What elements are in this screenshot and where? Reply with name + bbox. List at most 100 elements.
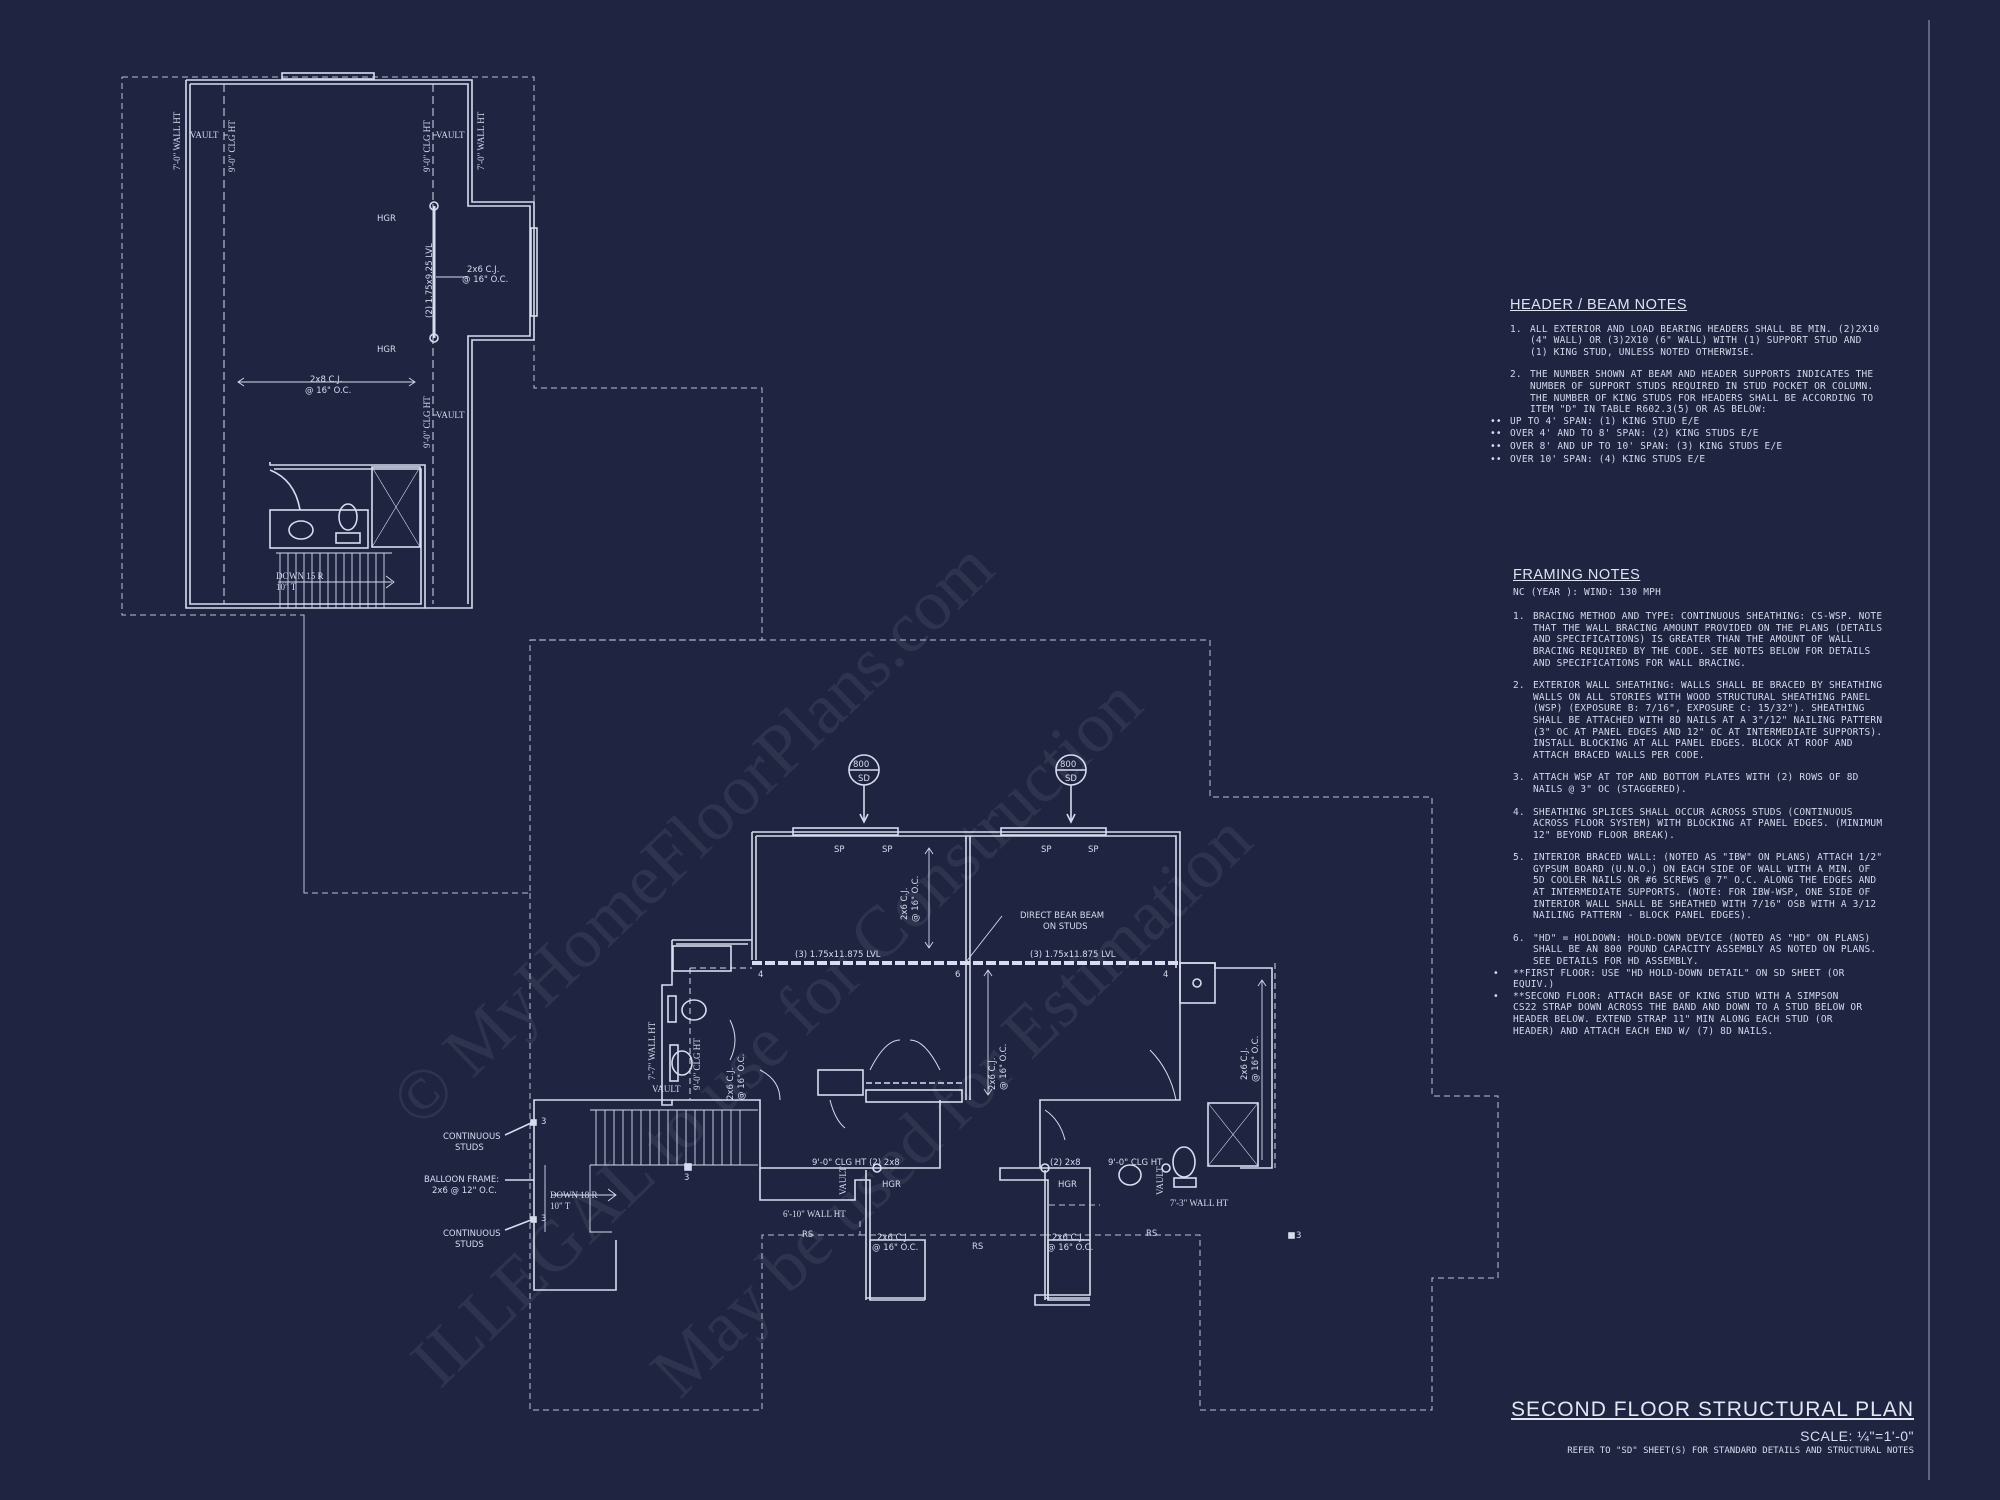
label-clg-ht-bath: 9'-0" CLG HT — [692, 1038, 702, 1090]
framing-note-item: 2.EXTERIOR WALL SHEATHING: WALLS SHALL B… — [1513, 680, 1883, 761]
plan-scale: SCALE: ¼"=1'-0" — [1800, 1428, 1914, 1444]
label-wall-ht-7-7: 7'-7" WALL HT — [647, 1021, 657, 1080]
lower-plan-labels: 800 SD 800 SD SP SP SP SP 2x6 C.J. @ 16"… — [424, 760, 1301, 1253]
watermark: © MyHomeFloorPlans.com ILLEGAL to use fo… — [376, 526, 1267, 1411]
label-down-18r: DOWN 18 R — [550, 1190, 598, 1200]
framing-notes: FRAMING NOTES NC (YEAR ): Wind: 130 mph … — [1493, 567, 1883, 1037]
header-note-item: 1. ALL EXTERIOR AND LOAD BEARING HEADERS … — [1510, 324, 1880, 359]
label-cj-upper: 2x6 C.J. — [467, 265, 499, 275]
label-continuous-2b: STUDS — [455, 1240, 484, 1250]
detail-num-1: 800 — [853, 760, 869, 770]
label-num-6: 6 — [955, 970, 960, 980]
framing-note-num: 2. — [1513, 680, 1525, 692]
framing-note-text: ATTACH WSP AT TOP AND BOTTOM PLATES WITH… — [1533, 772, 1859, 795]
framing-note-num: 4. — [1513, 806, 1525, 818]
roof-outline-upper — [121, 76, 763, 894]
bullet-mark: •• — [1490, 415, 1502, 427]
framing-bullet: •**SECOND FLOOR: ATTACH BASE OF KING STU… — [1493, 991, 1863, 1037]
label-clg-ht-right: 9'-0" CLG HT — [422, 120, 432, 172]
label-clg-2x8-mid: (2) 2x8 — [1050, 1158, 1081, 1168]
header-beam-notes: HEADER / BEAM NOTES 1. ALL EXTERIOR AND L… — [1490, 297, 1880, 466]
label-vault-right: VAULT — [436, 130, 465, 140]
label-vault-lower: VAULT — [436, 410, 465, 420]
label-vault-center: VAULT — [838, 1166, 848, 1195]
header-note-num: 1. — [1510, 323, 1522, 335]
label-direct-bear-2: ON STUDS — [1043, 922, 1088, 932]
header-note-text: ALL EXTERIOR AND LOAD BEARING HEADERS SH… — [1530, 323, 1880, 358]
framing-note-item: 6. "HD" = HOLDOWN: HOLD-DOWN DEVICE (NOTE… — [1513, 933, 1883, 968]
label-10t-lower: 10" T — [550, 1201, 571, 1211]
label-oc-room-1: @ 16" O.C. — [911, 876, 921, 922]
bullet-mark: • — [1493, 967, 1499, 979]
upper-plan-labels: 7'-0" WALL HT 9'-0" CLG HT VAULT 9'-0" C… — [172, 111, 508, 592]
label-10t-upper: 10" T — [276, 582, 297, 592]
framing-note-text: SHEATHING SPLICES SHALL OCCUR ACROSS STU… — [1533, 806, 1883, 841]
label-oc-upper: @ 16" O.C. — [462, 275, 508, 285]
framing-notes-heading: FRAMING NOTES — [1513, 567, 1641, 583]
label-balloon-1: BALLOON FRAME: — [424, 1175, 499, 1185]
label-cj-bath: 2x6 C.J. — [726, 1068, 736, 1100]
label-oc-bath: @ 16" O.C. — [737, 1054, 747, 1100]
label-vault-right-lower: VAULT — [1155, 1166, 1165, 1195]
label-oc-2x8: @ 16" O.C. — [305, 386, 351, 396]
label-oc-lower-2: @ 16" O.C. — [1047, 1243, 1093, 1253]
label-clg-ht-right: 9'-0" CLG HT — [1108, 1158, 1163, 1168]
framing-note-item: 1. BRACING METHOD AND TYPE: CONTINUOUS SH… — [1513, 611, 1883, 669]
label-vault-bath: VAULT — [652, 1084, 681, 1094]
label-num-3-c: 3 — [684, 1173, 689, 1183]
bullet-mark: • — [1493, 990, 1499, 1002]
label-cj-2x8: 2x8 C.J. — [310, 375, 342, 385]
label-cj-lower-2: 2x6 C.J. — [1052, 1233, 1084, 1243]
header-note-text: THE NUMBER SHOWN AT BEAM AND HEADER SUPP… — [1530, 369, 1874, 416]
header-note-item: 2. THE NUMBER SHOWN AT BEAM AND HEADER SU… — [1510, 369, 1880, 415]
title-block: SECOND FLOOR STRUCTURAL PLAN SCALE: ¼"=1… — [1511, 1398, 1914, 1456]
label-direct-bear-1: DIRECT BEAR BEAM — [1020, 911, 1104, 921]
label-wall-ht-6-10: 6'-10" WALL HT — [783, 1209, 846, 1219]
label-cj-right: 2x6 C.J. — [1240, 1048, 1250, 1080]
label-oc-center: @ 16" O.C. — [999, 1044, 1009, 1090]
framing-note-text: "HD" = HOLDOWN: HOLD-DOWN DEVICE (NOTED … — [1533, 932, 1877, 968]
label-hgr-lower-right: HGR — [1058, 1180, 1077, 1190]
label-clg-ht-lower: 9'-0" CLG HT — [422, 396, 432, 448]
label-cj-center: 2x6 C.J. — [988, 1058, 998, 1090]
label-num-3-a: 3 — [541, 1117, 546, 1127]
framing-bullet: • **FIRST FLOOR: USE "HD HOLD-DOWN DETAIL… — [1493, 968, 1863, 991]
label-sp-1: SP — [834, 845, 845, 855]
framing-note-text: BRACING METHOD AND TYPE: CONTINUOUS SHEA… — [1533, 611, 1883, 669]
label-cj-lower-1: 2x6 C.J. — [877, 1233, 909, 1243]
label-continuous-2a: CONTINUOUS — [443, 1229, 501, 1239]
label-rs-2: RS — [972, 1242, 983, 1252]
label-sp-4: SP — [1088, 845, 1099, 855]
label-down-15r: DOWN 15 R — [276, 571, 324, 581]
label-balloon-2: 2x6 @ 12" O.C. — [432, 1186, 497, 1196]
label-clg-2x8-left: 9'-0" CLG HT (2) 2x8 — [812, 1158, 900, 1168]
label-wall-ht-left: 7'-0" WALL HT — [172, 111, 182, 170]
bullet-text: OVER 8' AND UP TO 10' SPAN: (3) KING STU… — [1510, 440, 1783, 452]
header-note-num: 2. — [1510, 369, 1522, 381]
plan-title: SECOND FLOOR STRUCTURAL PLAN — [1511, 1398, 1914, 1421]
label-num-3-b: 3 — [541, 1214, 546, 1224]
bullet-text: OVER 10' SPAN: (4) KING STUDS E/E — [1510, 453, 1706, 465]
label-oc-lower-1: @ 16" O.C. — [872, 1243, 918, 1253]
framing-note-num: 6. — [1513, 932, 1525, 944]
label-rs-1: RS — [802, 1230, 813, 1240]
label-lvl-main-2: (3) 1.75x11.875 LVL — [1030, 950, 1116, 960]
label-hgr-top: HGR — [377, 214, 396, 224]
label-rs-3: RS — [1146, 1229, 1157, 1239]
label-sp-2: SP — [882, 845, 893, 855]
label-sp-3: SP — [1041, 845, 1052, 855]
label-cj-room-1: 2x6 C.J. — [900, 888, 910, 920]
label-vault-left: VAULT — [190, 130, 219, 140]
label-num-4-left: 4 — [758, 970, 763, 980]
detail-sheet-1: SD — [858, 774, 870, 784]
framing-note-num: 1. — [1513, 611, 1525, 623]
framing-note-text: INTERIOR BRACED WALL: (NOTED AS "IBW" ON… — [1533, 852, 1883, 922]
framing-note-num: 5. — [1513, 852, 1525, 864]
bullet-text: **FIRST FLOOR: USE "HD HOLD-DOWN DETAIL"… — [1513, 967, 1845, 991]
header-notes-heading: HEADER / BEAM NOTES — [1510, 297, 1688, 313]
refer-note: REFER TO "SD" SHEET(S) FOR STANDARD DETA… — [1567, 1446, 1914, 1456]
lower-plan-walls — [504, 754, 1295, 1306]
framing-notes-subheading: NC (YEAR ): Wind: 130 mph — [1513, 586, 1661, 598]
